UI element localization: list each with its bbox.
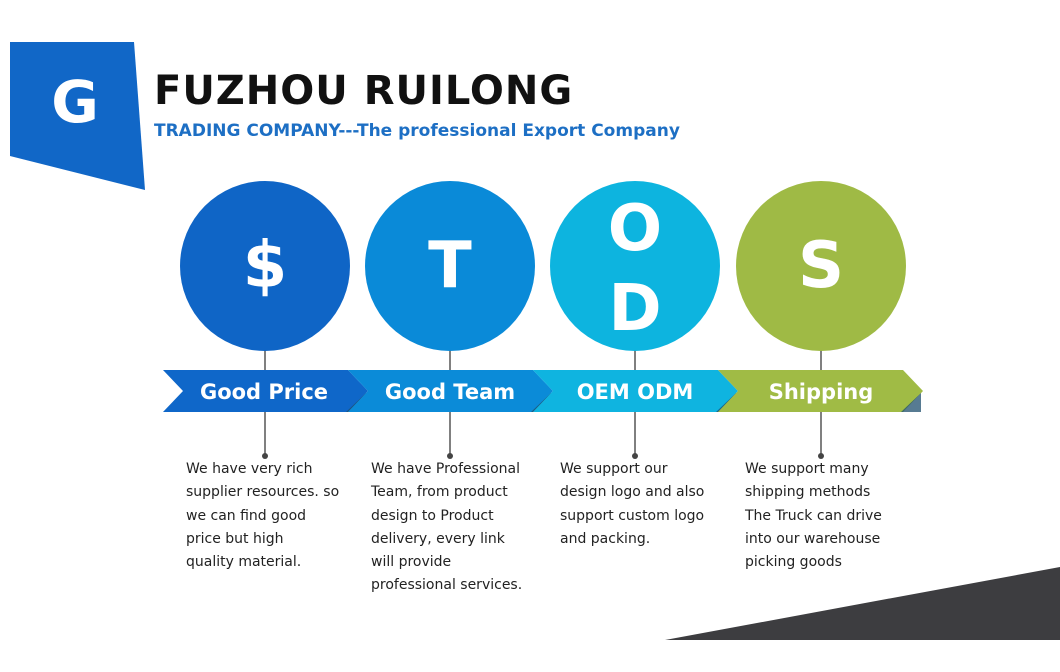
description-line: Team, from product: [371, 484, 508, 501]
circle-good-price: $: [180, 181, 350, 351]
circle-shipping: S: [736, 181, 906, 351]
description-line: design to Product: [371, 507, 494, 524]
label-good-team: Good Team: [384, 380, 516, 404]
circle-letter: T: [428, 229, 472, 303]
logo-letter: G: [51, 68, 99, 136]
arrow-bar-oem-odm: [533, 370, 738, 412]
description-line: professional services.: [371, 577, 523, 594]
description-line: will provide: [371, 554, 452, 571]
description-line: and packing.: [560, 530, 651, 547]
description-line: quality material.: [186, 554, 302, 571]
description-line: design logo and also: [560, 484, 705, 501]
description-line: We have very rich: [186, 461, 313, 477]
circle-oem-odm: O D: [550, 181, 720, 351]
connector-dot-shipping: [818, 453, 824, 459]
circle-letter-bottom: D: [608, 272, 662, 346]
description-line: picking goods: [745, 554, 842, 571]
arrow-bar-shipping: [718, 370, 923, 412]
description-line: support custom logo: [560, 507, 705, 524]
circle-letter: $: [242, 229, 288, 303]
circle-good-team: T: [365, 181, 535, 351]
description-line: supplier resources. so: [186, 484, 340, 501]
description-good-price: We have very rich supplier resources. so…: [186, 458, 346, 574]
description-line: delivery, every link: [371, 530, 505, 547]
connector-lines: [262, 348, 824, 459]
logo-banner-shape: [10, 42, 145, 190]
page-title: FUZHOU RUILONG: [154, 68, 574, 114]
description-oem-odm: We support our design logo and also supp…: [560, 458, 720, 551]
description-line: The Truck can drive: [745, 507, 882, 524]
label-shipping: Shipping: [768, 380, 874, 404]
description-line: we can find good: [186, 507, 307, 524]
label-good-price: Good Price: [199, 380, 329, 404]
label-bars: [163, 370, 923, 412]
circle-letter-top: O: [607, 192, 663, 266]
label-oem-odm: OEM ODM: [576, 380, 694, 404]
circle-letter: S: [797, 229, 845, 303]
arrow-bar-good-team: [348, 370, 553, 412]
description-good-team: We have Professional Team, from product …: [371, 458, 531, 598]
connector-dot-good-team: [447, 453, 453, 459]
description-line: into our warehouse: [745, 530, 881, 547]
arrow-bar-good-price: [163, 370, 368, 412]
arrow-fold-shipping: [901, 393, 921, 412]
connector-dot-good-price: [262, 453, 268, 459]
bottom-right-dark-wedge: [665, 567, 1060, 640]
description-shipping: We support many shipping methods The Tru…: [745, 458, 905, 574]
description-line: price but high: [186, 530, 284, 547]
description-line: We support many: [745, 461, 869, 477]
page-subtitle: TRADING COMPANY---The professional Expor…: [154, 121, 680, 141]
description-line: shipping methods: [745, 484, 871, 501]
connector-dot-oem-odm: [632, 453, 638, 459]
description-line: We have Professional: [371, 461, 521, 477]
description-line: We support our: [560, 461, 668, 477]
